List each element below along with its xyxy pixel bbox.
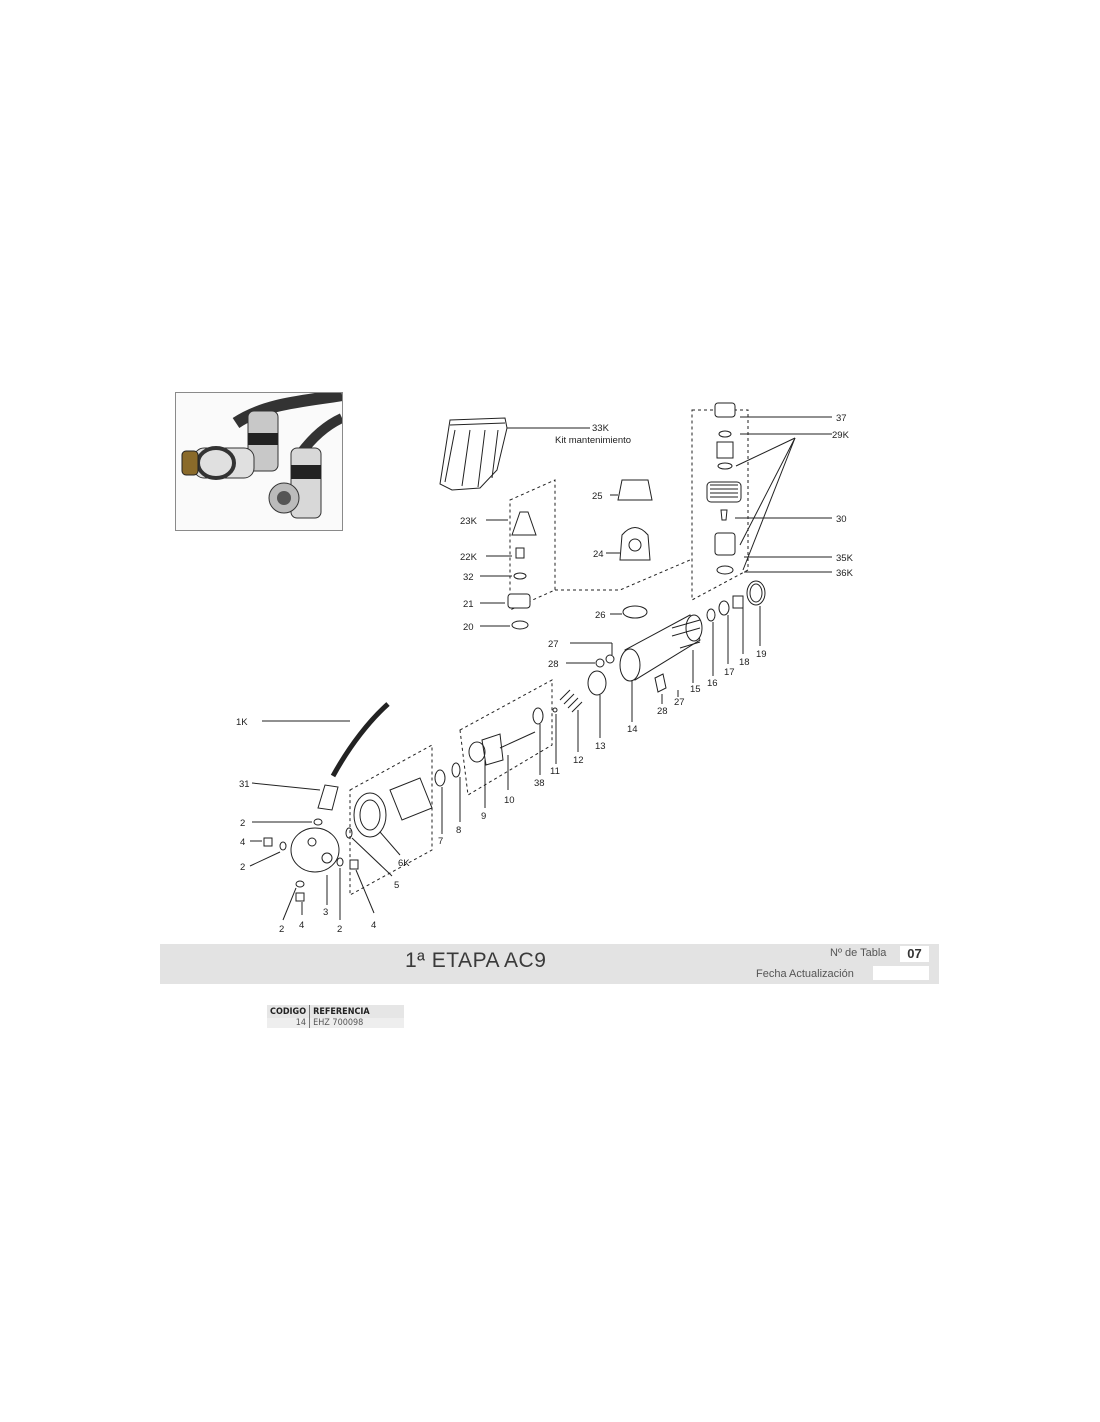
callout-3: 3 (323, 907, 328, 918)
reference-table: CODIGO REFERENCIA 14 EHZ 700098 (267, 1005, 404, 1028)
callout-28-left: 28 (548, 659, 559, 670)
callout-25: 25 (592, 491, 603, 502)
callout-38: 38 (534, 778, 545, 789)
exploded-diagram-svg: 33K Kit mantenimiento 25 23K 22K 32 24 2… (236, 402, 854, 935)
callout-21: 21 (463, 599, 474, 610)
page-title: 1ª ETAPA AC9 (405, 949, 547, 972)
callout-24: 24 (593, 549, 604, 560)
callout-2-d: 2 (337, 924, 342, 935)
callout-30: 30 (836, 514, 847, 525)
callout-kit: Kit mantenimiento (555, 435, 631, 446)
callout-12: 12 (573, 755, 584, 766)
callout-27-top: 27 (548, 639, 559, 650)
tabla-label: Nº de Tabla (830, 947, 887, 959)
cell-codigo: 14 (267, 1018, 311, 1028)
callout-32: 32 (463, 572, 474, 583)
callout-10: 10 (504, 795, 515, 806)
callout-6K: 6K (398, 858, 410, 869)
callout-15: 15 (690, 684, 701, 695)
callout-7: 7 (438, 836, 443, 847)
callout-4-b: 4 (299, 920, 304, 931)
callout-37: 37 (836, 413, 847, 424)
callout-36K: 36K (836, 568, 854, 579)
callout-31: 31 (239, 779, 250, 790)
cell-referencia: EHZ 700098 (309, 1018, 404, 1028)
table-row: 14 EHZ 700098 (267, 1018, 404, 1028)
callout-29K: 29K (832, 430, 850, 441)
table-header-row: CODIGO REFERENCIA (267, 1005, 404, 1018)
callout-23K: 23K (460, 516, 478, 527)
header-codigo: CODIGO (267, 1005, 311, 1018)
callout-19: 19 (756, 649, 767, 660)
callout-4-c: 4 (371, 920, 376, 931)
callout-2-a: 2 (240, 818, 245, 829)
callout-17: 17 (724, 667, 735, 678)
callout-20: 20 (463, 622, 474, 633)
callout-9: 9 (481, 811, 486, 822)
callout-22K: 22K (460, 552, 478, 563)
callout-2-c: 2 (279, 924, 284, 935)
callout-27-right: 27 (674, 697, 685, 708)
callout-labels: 33K Kit mantenimiento 25 23K 22K 32 24 2… (236, 413, 854, 935)
kit-bag-shape (439, 417, 508, 491)
callout-28-right: 28 (657, 706, 668, 717)
callout-26: 26 (595, 610, 606, 621)
callout-14: 14 (627, 724, 638, 735)
callout-35K: 35K (836, 553, 854, 564)
product-photo (175, 392, 343, 531)
callout-8: 8 (456, 825, 461, 836)
fecha-value (873, 966, 929, 980)
callout-13: 13 (595, 741, 606, 752)
callout-18: 18 (739, 657, 750, 668)
callout-2-b: 2 (240, 862, 245, 873)
regulator-photo-image (176, 393, 342, 530)
callout-11: 11 (550, 766, 560, 777)
callout-16: 16 (707, 678, 718, 689)
callout-4-a: 4 (240, 837, 245, 848)
callout-1K: 1K (236, 717, 248, 728)
title-bar (160, 944, 939, 984)
fecha-label: Fecha Actualización (756, 968, 854, 980)
header-referencia: REFERENCIA (309, 1005, 404, 1018)
callout-33K: 33K (592, 423, 610, 434)
exploded-diagram: 33K Kit mantenimiento 25 23K 22K 32 24 2… (160, 390, 940, 945)
callout-5: 5 (394, 880, 399, 891)
tabla-value: 07 (900, 946, 929, 962)
